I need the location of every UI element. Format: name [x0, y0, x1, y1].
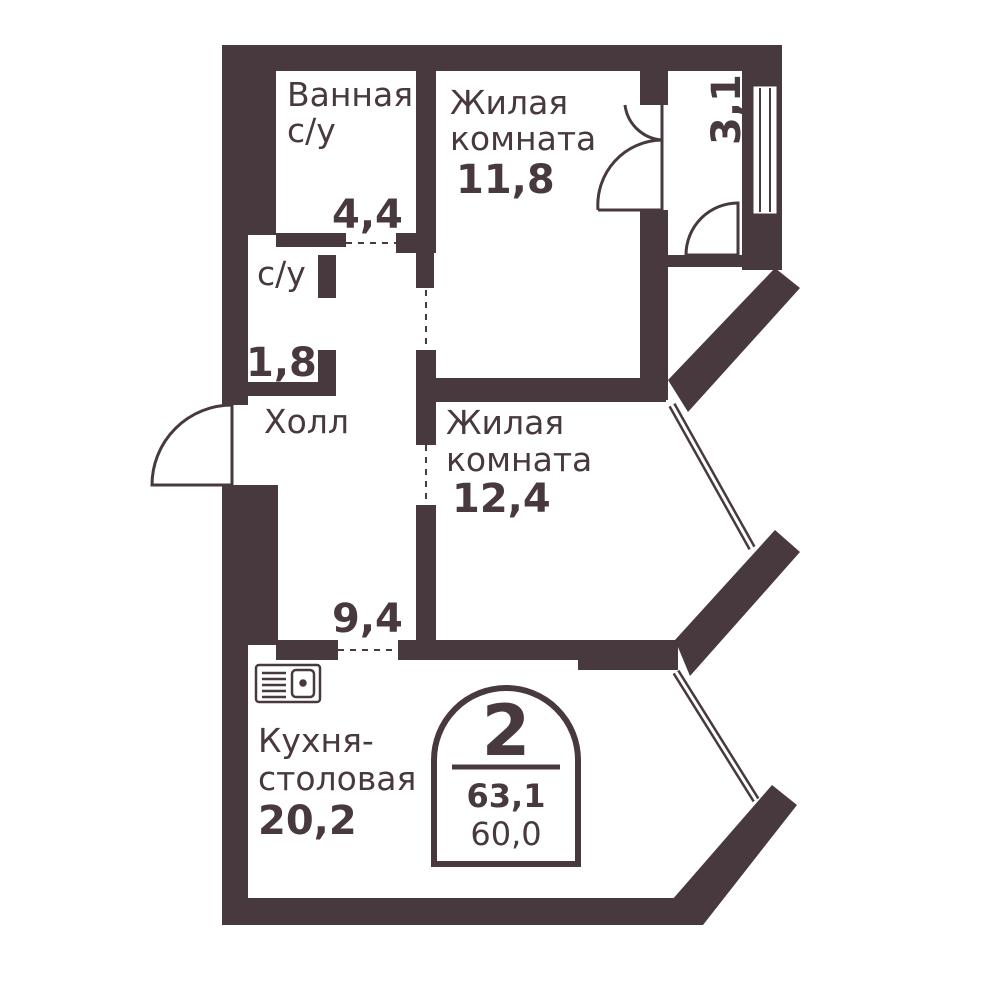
wall-hall-bottom-left — [276, 640, 338, 660]
wall-bed1-right — [640, 210, 668, 400]
kitchen-area: 20,2 — [258, 798, 357, 844]
bedroom-1-name-line1: Жилая — [450, 83, 568, 122]
hall-name: Холл — [264, 402, 349, 441]
wall-left-bottom — [222, 645, 248, 925]
kitchen-name-line1: Кухня- — [258, 721, 374, 760]
wall-bed2-bay — [675, 530, 800, 676]
toilet-name: с/у — [257, 254, 306, 293]
balcony-door-swing — [684, 201, 740, 257]
wall-toilet-right-upper — [318, 255, 336, 298]
wall-top — [222, 45, 782, 71]
wall-bed-divider — [416, 378, 666, 402]
wall-left-mid — [222, 235, 248, 405]
bedroom-2-name-line1: Жилая — [446, 403, 564, 442]
badge-frame — [431, 685, 581, 867]
badge-rooms-count: 2 — [482, 690, 531, 772]
bed1-door-swing-lower — [596, 138, 663, 211]
wall-left-lower — [222, 485, 278, 645]
toilet-area: 1,8 — [246, 340, 317, 386]
badge-total-area: 63,1 — [467, 777, 546, 815]
wall-bath-bottom-left — [276, 233, 346, 247]
bedroom-1-area: 11,8 — [456, 157, 555, 203]
window-bed2-inner — [670, 404, 754, 549]
walls — [222, 45, 800, 925]
balcony-area: 3,1 — [704, 74, 750, 145]
wall-toilet-bottom — [232, 382, 336, 396]
wall-bath-right — [416, 60, 436, 253]
entrance-door-swing — [150, 403, 233, 487]
bedroom-2-area: 12,4 — [452, 476, 551, 522]
bathroom-area: 4,4 — [332, 192, 403, 238]
wall-bed1-right-stub — [640, 45, 668, 105]
windows-and-doors — [150, 83, 780, 803]
badge-living-area: 60,0 — [470, 815, 541, 853]
apartment-badge: 2 63,1 60,0 — [431, 685, 581, 867]
bedroom-2-name-line2: комната — [446, 440, 592, 479]
wall-balcony-bottom — [660, 255, 750, 267]
wall-kitchen-bay — [672, 785, 797, 925]
wall-bottom — [222, 898, 692, 925]
wall-hall-right-lower — [416, 505, 436, 655]
window-kitchen-inner — [674, 671, 758, 801]
bedroom-1-name-line2: комната — [450, 119, 596, 158]
kitchen-name-line2: столовая — [258, 759, 416, 798]
kitchen-sink-icon — [254, 663, 322, 704]
bed1-door-swing-upper — [623, 104, 663, 142]
hall-area: 9,4 — [332, 596, 403, 642]
window-balcony — [750, 83, 780, 217]
wall-left-upper — [222, 45, 276, 235]
wall-bed1-left-stub — [416, 253, 434, 288]
wall-bed1-bay — [668, 268, 800, 412]
bathroom-name-line2: с/у — [287, 111, 336, 150]
bathroom-name-line1: Ванная — [287, 75, 413, 114]
wall-kitchen-top — [578, 640, 678, 670]
